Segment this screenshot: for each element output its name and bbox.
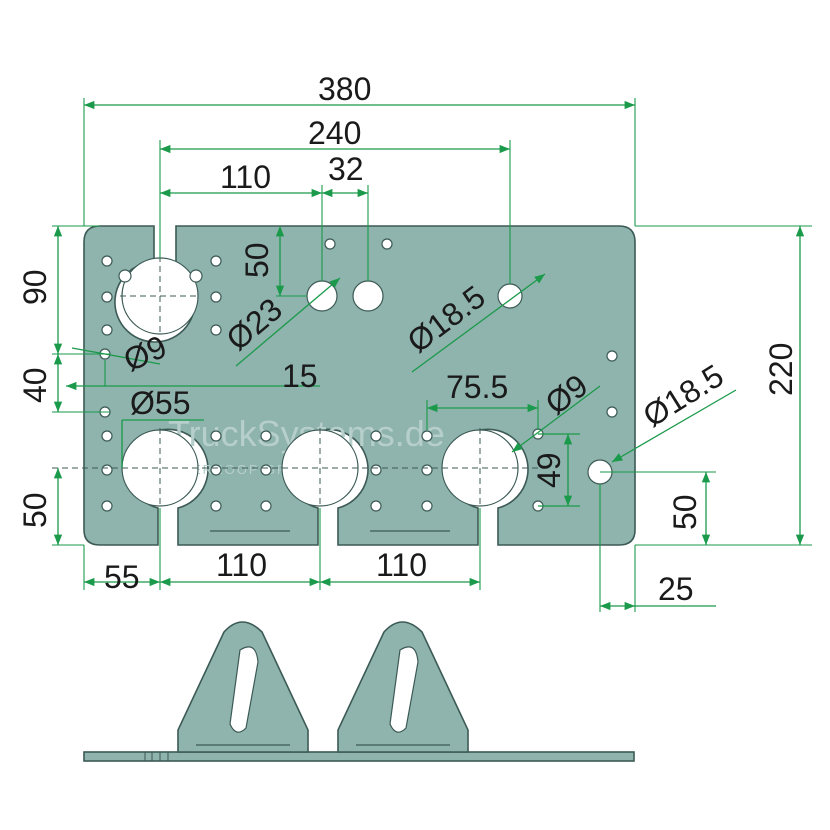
small-holes-left bbox=[99, 255, 222, 512]
dim-overall-width: 380 bbox=[318, 71, 371, 107]
dim-bottom-height-right: 50 bbox=[667, 494, 703, 530]
side-view bbox=[83, 621, 635, 762]
dim-hole-depth: 50 bbox=[239, 242, 275, 278]
hole-18-5 bbox=[497, 283, 523, 309]
dim-offset-75-5: 75.5 bbox=[446, 369, 508, 405]
dim-bottom-110-b: 110 bbox=[376, 547, 427, 583]
dim-dia-55: Ø55 bbox=[130, 385, 190, 421]
dim-hole-span: 240 bbox=[308, 115, 361, 151]
notch-hole bbox=[118, 269, 132, 283]
dim-offset-25: 25 bbox=[658, 571, 694, 607]
dim-offset-49: 49 bbox=[531, 452, 567, 488]
dim-bottom-110-a: 110 bbox=[216, 547, 267, 583]
dim-left-offset: 110 bbox=[220, 159, 271, 195]
small-hole bbox=[324, 238, 336, 250]
dim-bottom-55: 55 bbox=[104, 559, 140, 595]
hole-23 bbox=[306, 280, 338, 312]
dim-overall-height: 220 bbox=[763, 343, 799, 396]
dim-gap-15: 15 bbox=[282, 358, 318, 394]
notch-hole bbox=[189, 269, 203, 283]
dim-small-hole-height: 40 bbox=[17, 367, 53, 403]
center-lines bbox=[52, 256, 540, 508]
dim-top-hole-height: 90 bbox=[17, 269, 53, 305]
small-hole bbox=[381, 238, 393, 250]
dim-dia-18-5-right: Ø18.5 bbox=[637, 357, 730, 434]
hole-23-b bbox=[352, 280, 384, 312]
extension-lines bbox=[52, 98, 812, 612]
dim-hole-spacing-small: 32 bbox=[328, 151, 364, 187]
dim-bottom-height-left: 50 bbox=[17, 492, 53, 528]
dimension-lines bbox=[53, 100, 805, 611]
